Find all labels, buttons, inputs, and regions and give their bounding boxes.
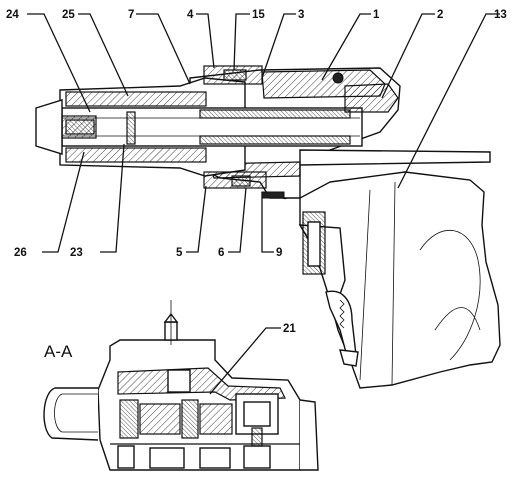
callout-25: 25 bbox=[62, 9, 75, 21]
callout-24: 24 bbox=[6, 9, 19, 21]
section-left-inner bbox=[54, 393, 98, 433]
callout-labels: 24 25 7 4 15 3 1 2 13 26 23 5 6 9 21 A-A bbox=[6, 9, 507, 361]
section-hatch-upper bbox=[117, 367, 286, 401]
section-right-lobe bbox=[299, 399, 319, 471]
grip-contour-3 bbox=[391, 181, 396, 386]
side-block bbox=[261, 191, 285, 199]
piston-pin bbox=[126, 111, 136, 145]
barrel-hatch-top bbox=[65, 91, 207, 107]
section-foot-4 bbox=[243, 445, 271, 469]
leader-4 bbox=[196, 13, 215, 69]
inner-hatch-2 bbox=[199, 135, 351, 145]
callout-9: 9 bbox=[276, 247, 282, 259]
leader-2 bbox=[381, 13, 435, 99]
section-a-a-view bbox=[43, 300, 359, 471]
grip-contour-1 bbox=[419, 229, 481, 361]
section-mech-2 bbox=[139, 403, 181, 435]
callout-5: 5 bbox=[176, 247, 183, 259]
section-mech-3 bbox=[181, 399, 199, 439]
section-cavity-3 bbox=[243, 401, 271, 427]
bottom-pin bbox=[231, 175, 251, 187]
inner-hatch bbox=[199, 109, 351, 119]
grip-contour-2 bbox=[434, 307, 481, 331]
grip-contour-4 bbox=[359, 189, 371, 381]
callout-7: 7 bbox=[128, 9, 134, 21]
section-foot-2 bbox=[149, 447, 185, 469]
section-trigger-tab bbox=[339, 349, 359, 367]
leader-9 bbox=[261, 192, 274, 253]
leader-6 bbox=[228, 187, 247, 253]
callout-6: 6 bbox=[218, 247, 224, 259]
rear-ball bbox=[332, 72, 344, 84]
trigger-teeth bbox=[339, 299, 345, 329]
leader-lines bbox=[27, 13, 500, 395]
tool-section-view bbox=[35, 65, 501, 389]
trigger-lever bbox=[325, 290, 357, 362]
nose-piece bbox=[35, 99, 63, 155]
callout-1: 1 bbox=[373, 9, 380, 21]
leader-21 bbox=[209, 327, 281, 395]
rear-cap bbox=[344, 83, 399, 113]
section-mech-4 bbox=[199, 403, 233, 435]
section-mech-1 bbox=[119, 399, 139, 439]
leader-25 bbox=[78, 13, 129, 97]
leader-7 bbox=[136, 13, 191, 85]
barrel-hatch-bottom bbox=[65, 147, 207, 163]
leader-23 bbox=[100, 143, 125, 253]
section-foot-3 bbox=[199, 447, 231, 469]
leader-15 bbox=[233, 13, 250, 71]
top-spring bbox=[223, 69, 247, 81]
leader-26 bbox=[42, 151, 85, 253]
trigger-inner bbox=[307, 221, 321, 267]
callout-23: 23 bbox=[70, 247, 83, 259]
housing-body-rail bbox=[299, 149, 491, 166]
callout-13: 13 bbox=[494, 9, 507, 21]
section-cavity-1 bbox=[167, 369, 191, 393]
spring-coil bbox=[65, 119, 95, 135]
callout-26: 26 bbox=[14, 247, 27, 259]
leader-13 bbox=[397, 13, 500, 189]
leader-24 bbox=[27, 13, 91, 113]
section-foot-1 bbox=[117, 445, 135, 469]
section-bolt bbox=[251, 427, 263, 447]
leader-3 bbox=[261, 13, 296, 79]
leader-1 bbox=[321, 13, 371, 81]
leader-5 bbox=[186, 185, 207, 253]
callout-21: 21 bbox=[283, 323, 296, 335]
callout-15: 15 bbox=[252, 9, 265, 21]
callout-4: 4 bbox=[187, 9, 194, 21]
section-title: A-A bbox=[44, 342, 73, 361]
callout-2: 2 bbox=[437, 9, 443, 21]
callout-3: 3 bbox=[298, 9, 304, 21]
